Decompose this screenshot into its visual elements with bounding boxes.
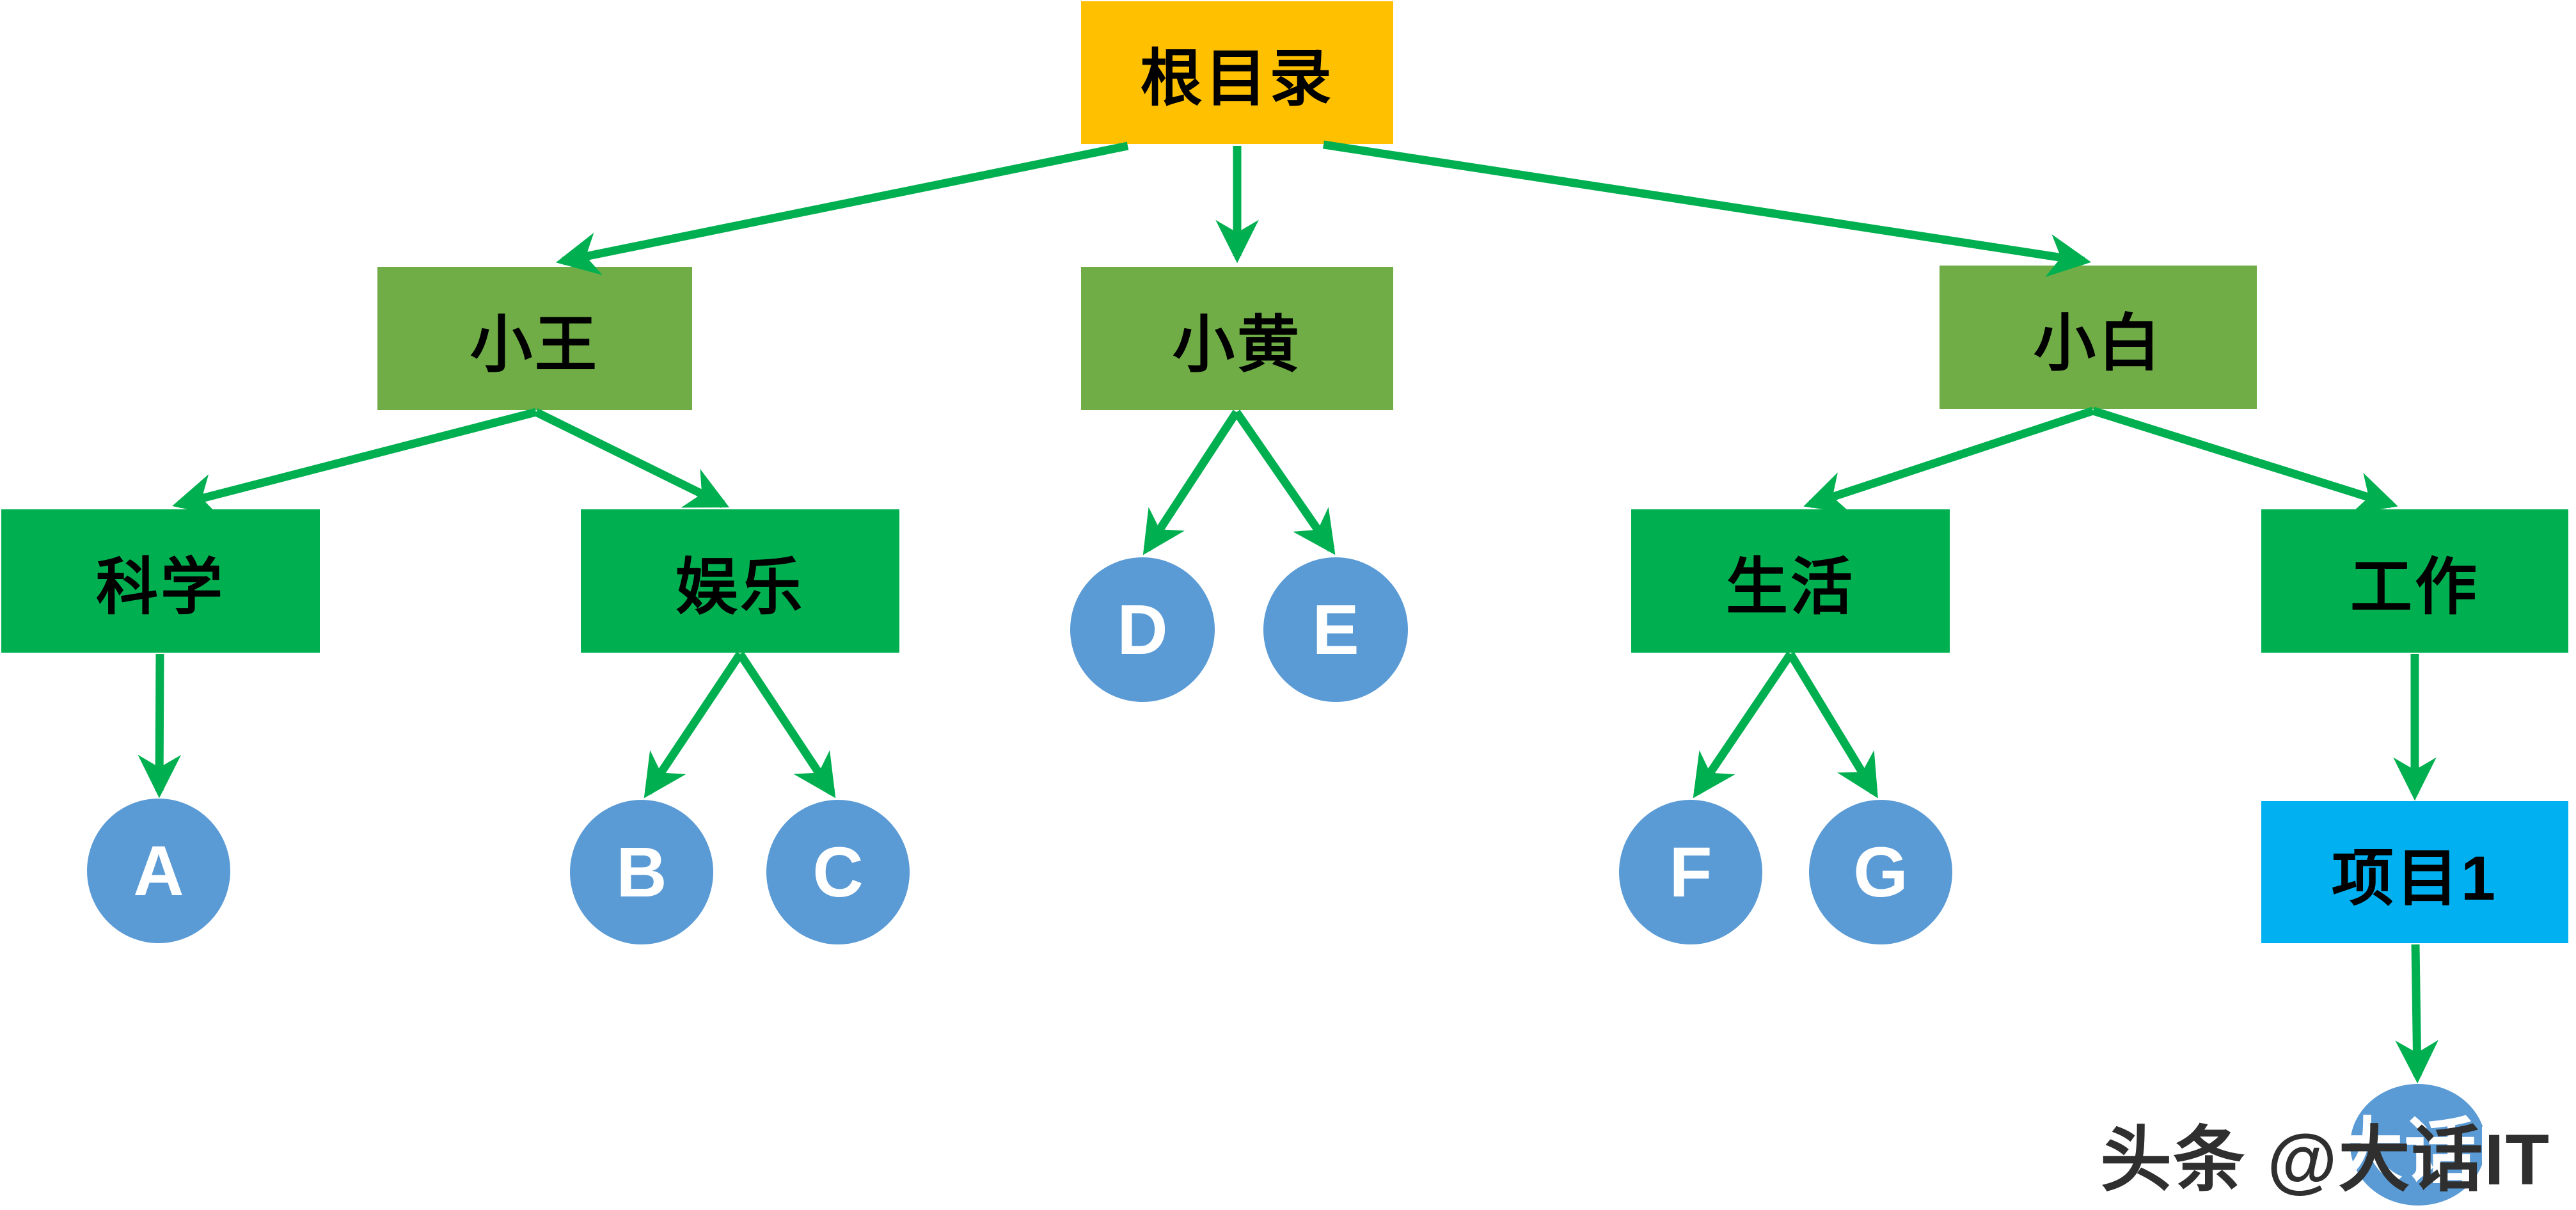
edge-root-xiaowang: [555, 141, 1129, 275]
node-project-1: 项目1: [2261, 801, 2568, 943]
leaf-label: D: [1117, 590, 1168, 669]
watermark-toutiao: 头条 @大话IT: [2100, 1120, 2550, 1200]
leaf-circle-f: F: [1619, 800, 1762, 944]
leaf-label: G: [1853, 832, 1908, 912]
leaf-label: B: [616, 832, 667, 912]
leaf-label: A: [133, 831, 184, 911]
node-category-life: 生活: [1631, 509, 1950, 653]
edge-xiaobai-shenghuo: [1803, 406, 2095, 514]
node-category-entertainment: 娱乐: [581, 509, 899, 653]
node-label: 根目录: [1140, 44, 1334, 113]
leaf-circle-c: C: [766, 800, 910, 944]
edge-xiaowang-kexue: [172, 408, 537, 516]
leaf-circle-g: G: [1809, 800, 1952, 944]
node-label: 小白: [2034, 308, 2163, 378]
edge-root-xiaobai: [1323, 140, 2092, 277]
leaf-label: E: [1312, 590, 1359, 669]
node-person-xiaowang: 小王: [377, 267, 692, 410]
leaf-circle-d: D: [1070, 557, 1215, 702]
node-label: 小黄: [1173, 309, 1302, 379]
node-root-directory: 根目录: [1081, 1, 1393, 144]
edge-xiaohuang-d: [1142, 410, 1240, 555]
edge-kexue-a: [138, 653, 182, 799]
leaf-circle-b: B: [570, 800, 713, 944]
node-person-xiaohuang: 小黄: [1081, 267, 1393, 410]
node-label: 科学: [96, 552, 225, 622]
edge-xiaobai-gongzuo: [2092, 406, 2398, 514]
leaf-label: C: [812, 832, 864, 912]
leaf-circle-e: E: [1263, 557, 1408, 702]
node-label: 生活: [1726, 552, 1855, 622]
leaf-label: F: [1669, 832, 1712, 912]
edge-yule-c: [736, 651, 836, 799]
edge-xiaohuang-e: [1233, 410, 1336, 555]
edge-yule-b: [644, 651, 744, 799]
edge-project1-bottom: [2395, 944, 2438, 1084]
edge-shenghuo-f: [1693, 651, 1794, 799]
leaf-circle-bottom: [2350, 1084, 2486, 1206]
edge-xiaowang-yule: [534, 408, 730, 508]
node-label: 娱乐: [676, 552, 805, 622]
node-label: 项目1: [2332, 843, 2498, 913]
edge-shenghuo-g: [1787, 651, 1878, 799]
leaf-circle-a: A: [87, 799, 230, 943]
node-category-science: 科学: [1, 509, 320, 653]
node-person-xiaobai: 小白: [1940, 266, 2257, 409]
node-category-work: 工作: [2261, 509, 2568, 653]
node-label: 小王: [470, 309, 599, 379]
node-label: 工作: [2350, 552, 2479, 622]
